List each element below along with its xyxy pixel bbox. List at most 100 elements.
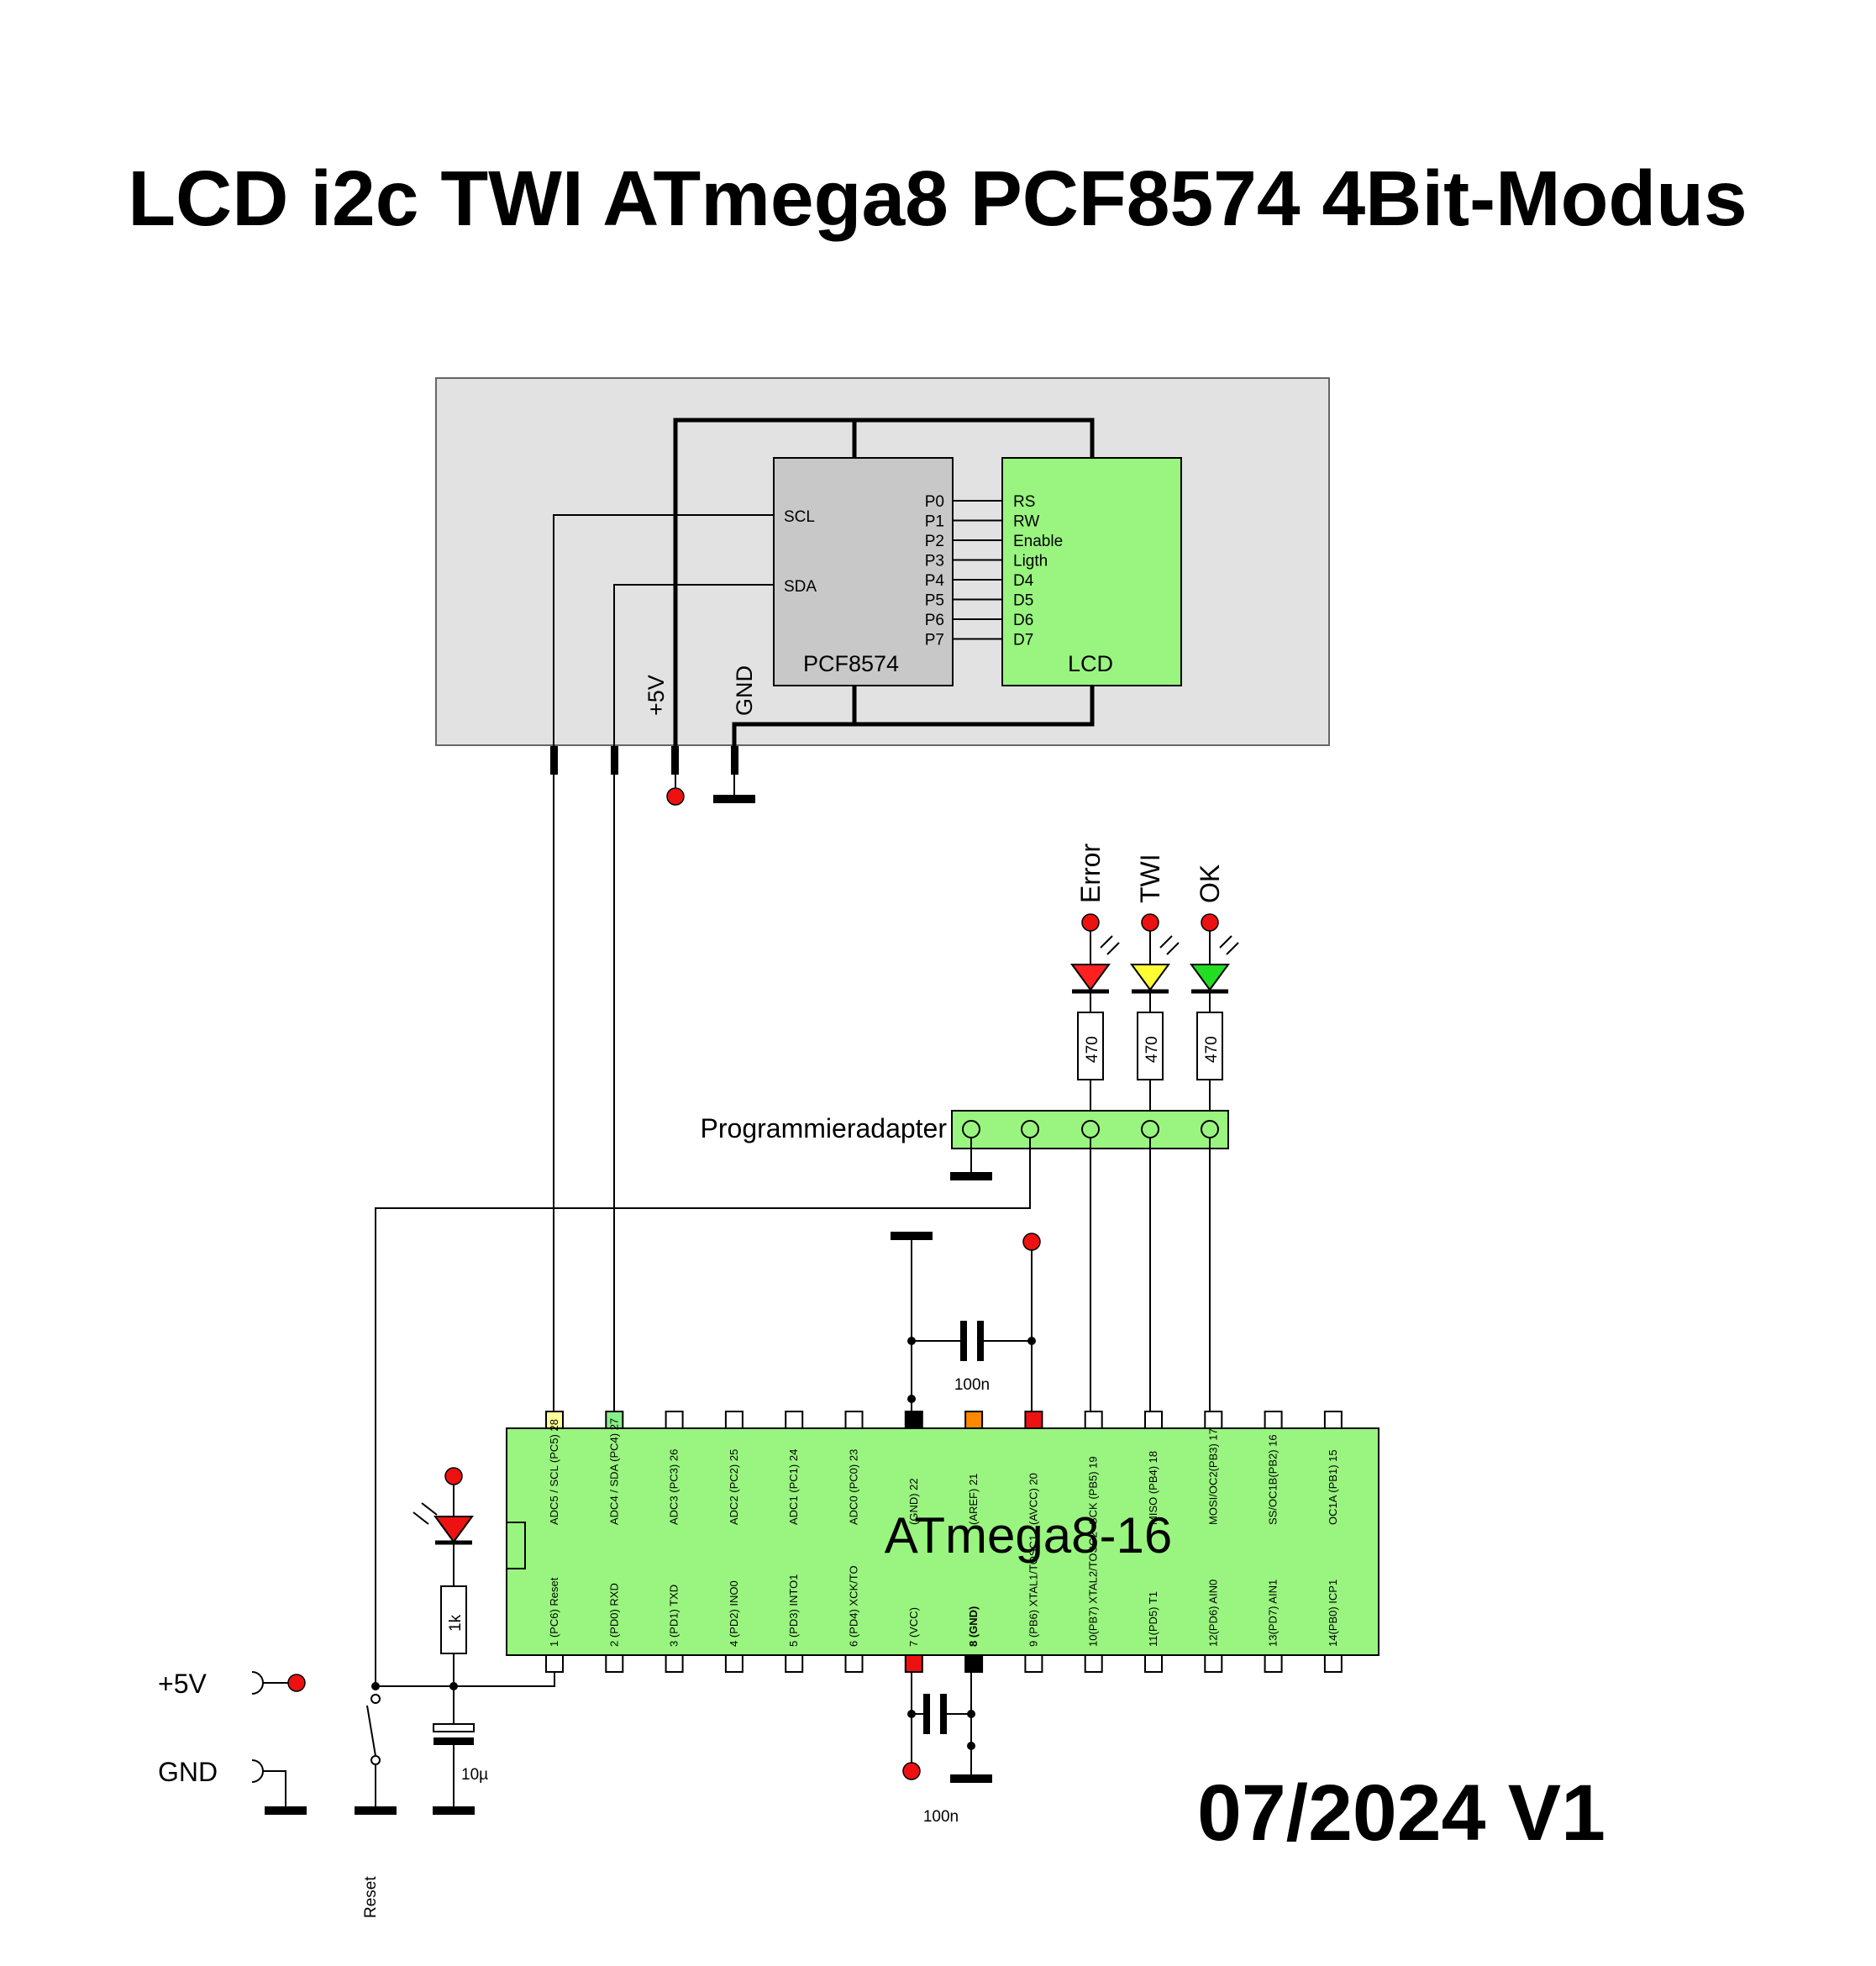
supply-dot	[1141, 913, 1159, 932]
light-arrow	[1159, 935, 1173, 949]
mcu-pin-label: 10(PB7) XTAL2/TOSC2	[1087, 1532, 1100, 1647]
supply-dot	[1201, 913, 1219, 932]
mcu-pin-label: MISO (PB4) 18	[1147, 1451, 1159, 1525]
lcd-pin-d7: D7	[1013, 632, 1033, 649]
power-led	[434, 1516, 474, 1543]
led-diode	[1130, 964, 1170, 991]
bottom-cap-label: 100n	[923, 1808, 959, 1826]
mcu-notch	[506, 1522, 526, 1569]
mcu-pin-bottom	[1144, 1654, 1163, 1673]
mcu-pin-bottom	[605, 1654, 624, 1673]
mcu-pin-label: 13(PD7) AIN1	[1267, 1580, 1280, 1647]
mcu-pin-label: 14(PB0) ICP1	[1327, 1580, 1339, 1647]
terminal-gnd-label: GND	[158, 1757, 218, 1787]
light-arrow	[1226, 942, 1239, 955]
reset-capacitor-label: 10µ	[461, 1766, 488, 1784]
mcu-pin-label: 12(PD6) AIN0	[1206, 1580, 1219, 1647]
light-arrow	[1106, 942, 1120, 955]
mcu-pin-label: 7 (VCC)	[907, 1607, 920, 1647]
mcu-pin-label: 3 (PD1) TXD	[668, 1585, 681, 1647]
lcd-pin-ligth: Ligth	[1013, 553, 1048, 570]
supply-dot	[1081, 913, 1100, 932]
lcd-pin-enable: Enable	[1013, 533, 1063, 550]
mcu-pin-top	[1084, 1411, 1103, 1429]
mcu-pin-bottom	[964, 1654, 984, 1673]
led-diode	[1070, 964, 1111, 991]
mcu-pin-label: ADC4 / SDA (PC4) 27	[607, 1418, 620, 1525]
adapter-label: Programmieradapter	[701, 1113, 948, 1143]
mcu-pin-bottom	[665, 1654, 684, 1673]
led-diode	[1190, 964, 1230, 991]
mcu-pin-bottom	[844, 1654, 864, 1673]
mcu-pin-label: 4 (PD2) INO0	[728, 1580, 740, 1647]
reset-line	[375, 1138, 1031, 1689]
reset-resistor	[440, 1585, 467, 1654]
light-arrow	[1219, 935, 1232, 949]
terminal-vcc-label: +5V	[158, 1669, 207, 1699]
mcu-pin-bottom	[1024, 1654, 1043, 1673]
mcu-pin-label: SCK (PB5) 19	[1087, 1456, 1100, 1525]
lcd-pin-rw: RW	[1013, 513, 1039, 531]
mcu-pin-label: 8 (GND)	[967, 1606, 980, 1647]
mcu-pin-label: 6 (PD4) XCK/TO	[848, 1565, 860, 1647]
mcu-pin-label: 11(PD5) T1	[1147, 1591, 1159, 1647]
mcu-pin-top	[1264, 1411, 1283, 1429]
ground-symbol	[433, 1806, 475, 1815]
top-cap-label: 100n	[954, 1376, 990, 1394]
supply-dot	[444, 1467, 463, 1485]
led-label: TWI	[1135, 854, 1165, 903]
mcu-pin-label: ADC3 (PC3) 26	[668, 1449, 681, 1525]
pcf-pin-p6: P6	[925, 612, 944, 629]
mcu-pin-top	[844, 1411, 864, 1429]
mcu-pin-label: ADC1 (PC1) 24	[787, 1449, 800, 1525]
mcu-pin-top	[1323, 1411, 1343, 1429]
mcu-pin-bottom	[1264, 1654, 1283, 1673]
lcd-label: LCD	[1068, 651, 1113, 676]
supply-dot	[902, 1762, 921, 1780]
reset-switch-label: Reset	[362, 1876, 380, 1918]
mcu-pin-top	[724, 1411, 744, 1429]
version-stamp: 07/2024 V1	[1197, 1769, 1605, 1858]
pcf-pin-p4: P4	[925, 572, 945, 590]
pcf-pin-p0: P0	[925, 493, 944, 511]
diagram-title: LCD i2c TWI ATmega8 PCF8574 4Bit-Modus	[128, 155, 1747, 242]
light-arrow	[1166, 942, 1180, 955]
reset-capacitor	[433, 1723, 475, 1732]
light-arrow	[1100, 935, 1113, 949]
led-label: OK	[1195, 865, 1225, 903]
mcu-pin-top	[785, 1411, 804, 1429]
mcu-name: ATmega8-16	[885, 1507, 1172, 1564]
pcf-label: PCF8574	[803, 651, 899, 676]
mcu-body	[506, 1427, 1379, 1656]
mcu-pin-label: MOSI/OC2(PB3) 17	[1206, 1428, 1219, 1525]
mcu-pin-label: OC1A (PB1) 15	[1327, 1449, 1339, 1525]
supply-dot	[1022, 1233, 1041, 1251]
resistor-label: 470	[1143, 1036, 1161, 1063]
conn-pin-gnd	[731, 746, 738, 775]
mcu-pin-label: ADC2 (PC2) 25	[728, 1449, 740, 1525]
mcu-pin-top	[545, 1411, 564, 1429]
mcu-pin-top	[1144, 1411, 1163, 1429]
supply-dot	[666, 787, 685, 806]
capacitor-plate	[940, 1694, 947, 1734]
mcu-pin-label: 5 (PD3) INTO1	[787, 1574, 800, 1647]
scl-wire	[553, 514, 774, 748]
reset-circuit: 1k 10µ Reset	[355, 1467, 555, 1918]
module-vcc-label: +5V	[644, 675, 669, 716]
mcu-pin-bottom	[1323, 1654, 1343, 1673]
mcu-pin-bottom	[1204, 1654, 1223, 1673]
mcu-pin-top	[665, 1411, 684, 1429]
avcc-decoupling: 100n	[891, 1232, 1041, 1411]
ground-symbol	[355, 1806, 397, 1815]
adapter-pins	[962, 1120, 1219, 1138]
mcu-pin-bottom	[904, 1654, 923, 1673]
conn-pin-vcc	[671, 746, 679, 775]
